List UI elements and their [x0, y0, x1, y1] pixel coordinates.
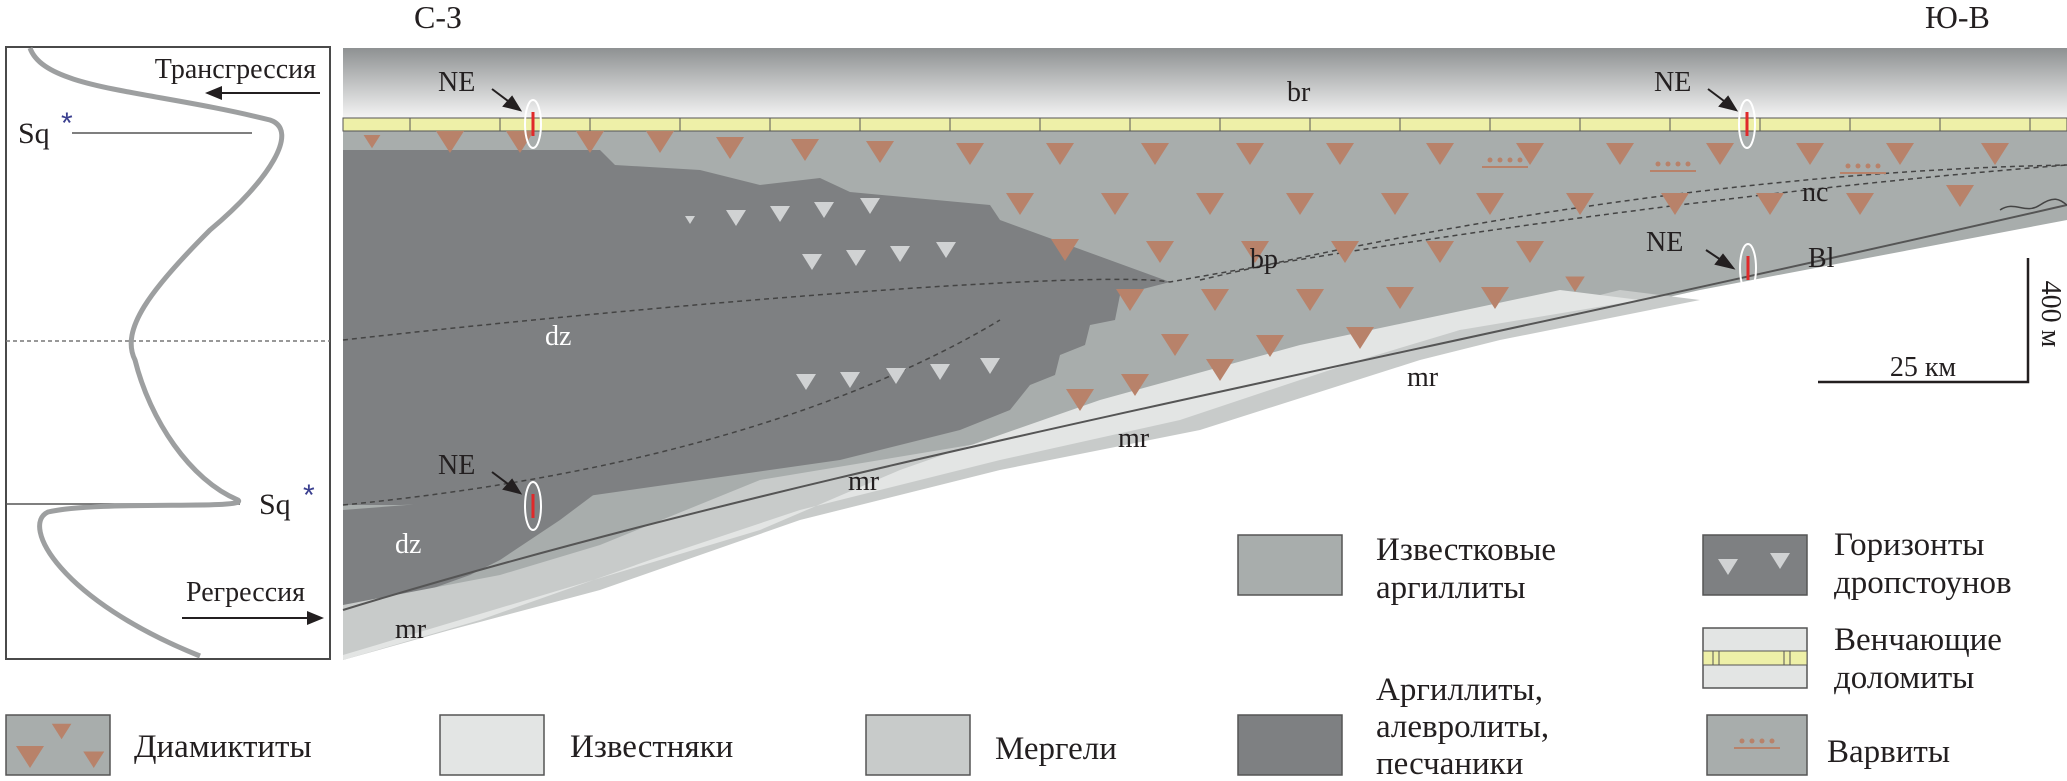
clastic-wedge-upper [343, 150, 1170, 505]
legend-label-diamictites: Диамиктиты [134, 729, 312, 765]
legend-swatch-dropstones [1702, 534, 1808, 596]
cap-dolomite-band [342, 117, 2067, 132]
ne-label-3: NE [1646, 227, 1683, 258]
ne-label-2: NE [1654, 67, 1691, 98]
legend-label-dropstones-2: дропстоунов [1834, 565, 2012, 601]
regression-arrowhead [307, 611, 324, 625]
ne-label-1: NE [438, 67, 475, 98]
sq-asterisk-upper: * [61, 107, 73, 140]
transgression-arrowhead [205, 86, 222, 100]
nc-boundary [1199, 164, 2067, 281]
dz-upper-boundary [342, 319, 1001, 506]
legend-label-cap-dolomites-1: Венчающие [1834, 622, 2002, 658]
legend-label-cap-dolomites-2: доломиты [1834, 660, 1974, 696]
bl-surface [342, 204, 2067, 611]
clastic-wedge-lower [343, 490, 600, 610]
direction-se: Ю-В [1925, 0, 1990, 35]
sea-level-curve [27, 46, 285, 659]
legend-varvite-icon [1734, 738, 1780, 749]
unit-mr-label-2: mr [848, 466, 880, 497]
legend-swatch-marls [865, 714, 971, 776]
scale-horizontal-label: 25 км [1890, 352, 1957, 383]
wavy-surface [1999, 198, 2067, 211]
legend-label-clastics-1: Аргиллиты, [1376, 672, 1543, 708]
legend-swatch-varvites [1706, 714, 1808, 776]
legend-swatch-limestones [439, 714, 545, 776]
cap-dolomite-ticks [409, 118, 2031, 131]
marl-unit [343, 290, 1700, 660]
legend-label-varvites: Варвиты [1827, 734, 1950, 770]
varvite-marks [1482, 157, 1886, 174]
transgression-label: Трансгрессия [155, 54, 316, 85]
sq-label-lower: Sq [259, 488, 291, 521]
cross-section: br nc bp Bl dz dz mr mr mr mr NE NE NE N… [342, 48, 2067, 660]
legend-swatch-clastics [1237, 714, 1343, 776]
legend-label-marls: Мергели [995, 731, 1117, 767]
unit-mr-label-1: mr [395, 614, 427, 645]
sq-asterisk-lower: * [303, 479, 315, 512]
legend-label-calc-argillites-2: аргиллиты [1376, 570, 1526, 606]
unit-mr-label-4: mr [1407, 362, 1439, 393]
regression-label: Регрессия [186, 577, 305, 608]
unit-mr-label-3: mr [1118, 423, 1150, 454]
scale-vertical-label: 400 м [2035, 281, 2066, 348]
unit-br-label: br [1287, 77, 1311, 108]
ne-label-4: NE [438, 450, 475, 481]
legend-label-clastics-2: алевролиты, [1376, 709, 1549, 745]
sequence-panel: Трансгрессия Регрессия Sq * Sq * [5, 46, 331, 660]
legend: Известковые аргиллиты Горизонты дропстоу… [5, 527, 2012, 781]
unit-dz-label-upper: dz [545, 321, 571, 352]
unit-bp-label: bp [1250, 244, 1278, 275]
unit-dz-label-lower: dz [395, 529, 421, 560]
legend-label-clastics-3: песчаники [1376, 746, 1523, 781]
legend-swatch-calc-argillites [1237, 534, 1343, 596]
legend-label-limestones: Известняки [570, 729, 733, 765]
legend-label-calc-argillites-1: Известковые [1376, 532, 1556, 568]
ne-arrows [491, 88, 1739, 495]
sequence-panel-frame [5, 46, 331, 660]
sq-label-upper: Sq [18, 117, 50, 150]
unit-nc-label: nc [1802, 177, 1828, 208]
legend-label-dropstones-1: Горизонты [1834, 527, 1984, 563]
direction-nw: С-З [414, 0, 462, 35]
scale-bar-lines [1818, 258, 2030, 384]
unit-bl-label: Bl [1808, 243, 1835, 274]
br-unit [343, 48, 2067, 118]
scale-bar: 25 км 400 м [1818, 258, 2066, 384]
